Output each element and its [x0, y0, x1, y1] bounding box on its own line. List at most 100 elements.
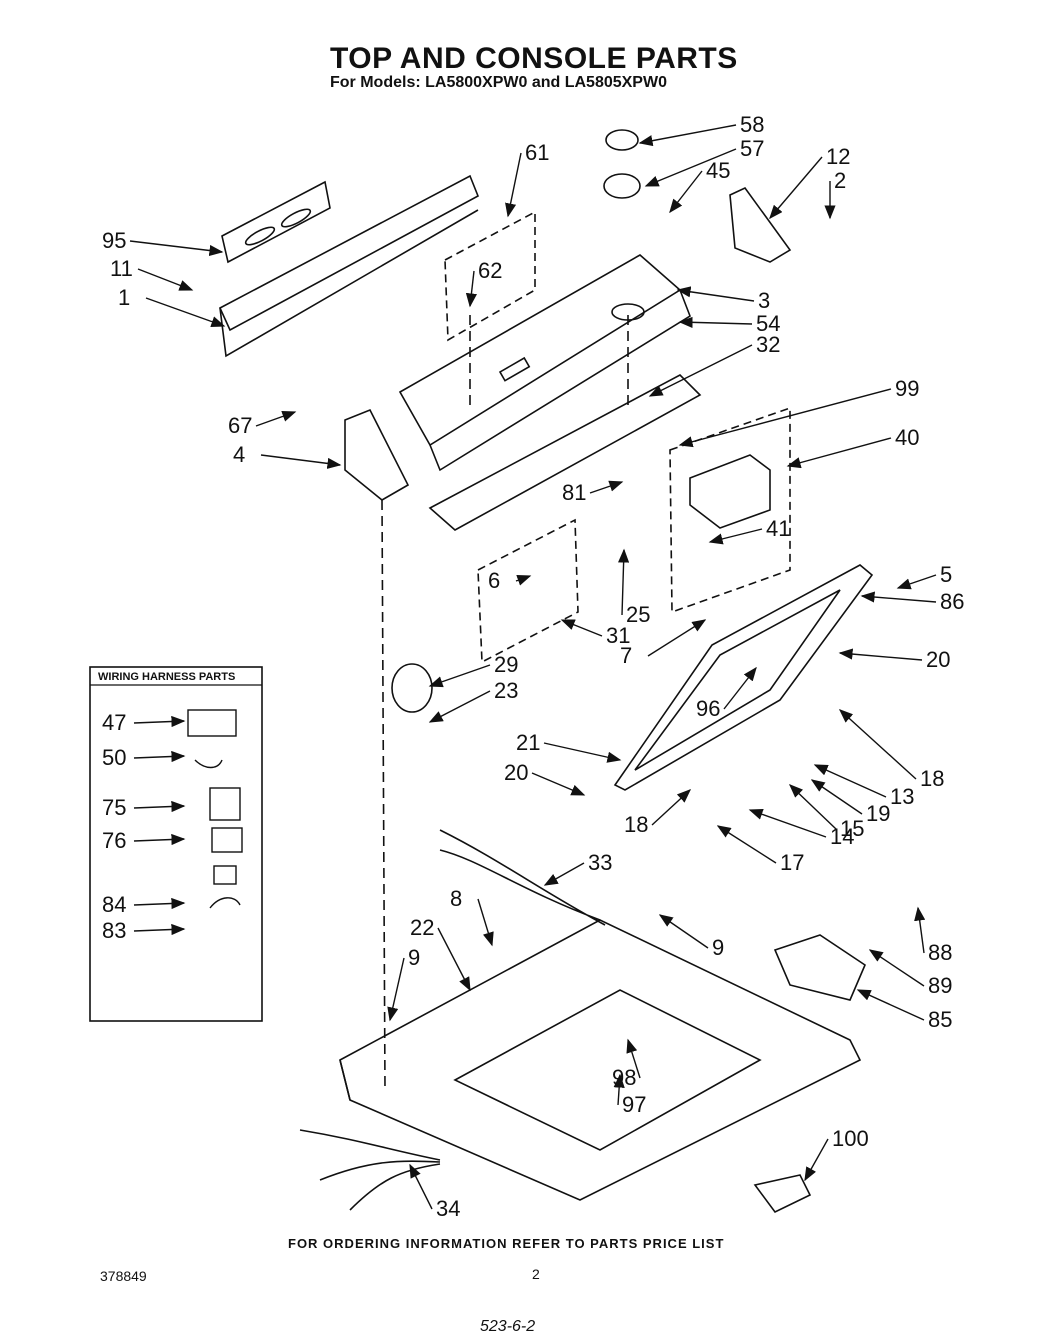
- part-callout: 4: [233, 442, 245, 467]
- callout-leader: [505, 152, 522, 218]
- callout-leader: [723, 666, 757, 710]
- wiring-part-leader: [133, 750, 186, 763]
- part-callout: 2: [834, 168, 846, 193]
- part-callout: 45: [706, 158, 730, 183]
- part-callout: 81: [562, 480, 586, 505]
- back-panel-drawing: [218, 174, 480, 332]
- callout-leader: [716, 825, 777, 864]
- part-callout: 100: [832, 1126, 869, 1151]
- wiring-part-label: 84: [102, 892, 126, 917]
- part-callout: 86: [940, 589, 964, 614]
- callout-leader: [626, 1038, 641, 1079]
- part-callout: 15: [840, 816, 864, 841]
- callout-leader: [860, 591, 937, 603]
- part-callout: 18: [920, 766, 944, 791]
- part-callout: 8: [450, 886, 462, 911]
- wiring-part-leader: [133, 800, 186, 813]
- part-callout: 19: [866, 801, 890, 826]
- callout-leader: [543, 862, 585, 886]
- part-callout: 9: [712, 935, 724, 960]
- part-callout: 41: [766, 516, 790, 541]
- callout-leader: [648, 344, 753, 397]
- callout-leader: [658, 914, 709, 949]
- callout-leader: [678, 316, 753, 328]
- callout-leader: [515, 574, 532, 586]
- motor-drawing: [391, 663, 433, 713]
- callout-leader: [437, 927, 471, 992]
- part-callout: 6: [488, 568, 500, 593]
- wiring-part-label: 83: [102, 918, 126, 943]
- callout-leader: [786, 437, 892, 469]
- part-callout: 31: [606, 623, 630, 648]
- callout-leader: [428, 664, 491, 688]
- callout-leader: [838, 648, 923, 661]
- callout-leader: [543, 742, 622, 763]
- part-callout: 40: [895, 425, 919, 450]
- callout-leader: [589, 480, 624, 494]
- part-callout: 20: [504, 760, 528, 785]
- part-callout: 13: [890, 784, 914, 809]
- part-callout: 95: [102, 228, 126, 253]
- part-callout: 7: [620, 643, 632, 668]
- wiring-part-label: 75: [102, 795, 126, 820]
- bleach-dispenser-drawing: [773, 934, 866, 1001]
- callout-leader: [868, 949, 925, 987]
- part-callout: 54: [756, 311, 780, 336]
- part-callout: 29: [494, 652, 518, 677]
- callout-leader: [896, 574, 937, 590]
- callout-leader: [618, 548, 630, 616]
- callout-leader: [465, 270, 477, 308]
- wiring-part-leader: [133, 833, 186, 846]
- part-callout: 89: [928, 973, 952, 998]
- part-callout: 21: [516, 730, 540, 755]
- callout-leader: [129, 240, 224, 257]
- callout-leader: [613, 1073, 625, 1106]
- callout-leader: [387, 957, 405, 1022]
- part-callout: 58: [740, 112, 764, 137]
- callout-leader: [638, 124, 737, 147]
- callout-leader: [769, 156, 823, 220]
- callout-leader: [856, 989, 925, 1021]
- callout-leader: [644, 148, 737, 187]
- callout-leader: [678, 388, 892, 448]
- harness-33-drawing: [439, 829, 606, 926]
- page-subtitle: For Models: LA5800XPW0 and LA5805XPW0: [330, 74, 667, 91]
- bracket-drawing: [428, 374, 702, 531]
- part-callout: 99: [895, 376, 919, 401]
- callout-leader: [708, 528, 763, 545]
- part-callout: 34: [436, 1196, 460, 1221]
- ordering-note: FOR ORDERING INFORMATION REFER TO PARTS …: [288, 1236, 725, 1251]
- part-callout: 1: [118, 285, 130, 310]
- callout-leader: [647, 619, 707, 657]
- part-callout: 22: [410, 915, 434, 940]
- part-callout: 11: [110, 256, 133, 281]
- callout-leader: [676, 286, 755, 302]
- document-number: 378849: [100, 1268, 147, 1284]
- part-callout: 17: [780, 850, 804, 875]
- wiring-box-title: WIRING HARNESS PARTS: [98, 671, 235, 683]
- panel-cover-drawing: [221, 180, 331, 264]
- part-callout: 23: [494, 678, 518, 703]
- callout-leader: [409, 1163, 433, 1210]
- end-cap-right-drawing: [729, 186, 792, 263]
- callout-leader: [669, 170, 703, 214]
- part-callout: 3: [758, 288, 770, 313]
- callout-leader: [137, 268, 194, 291]
- cup-drawing: [753, 1174, 812, 1214]
- console-drawing: [398, 254, 682, 447]
- part-callout: 62: [478, 258, 502, 283]
- page-title: TOP AND CONSOLE PARTS: [330, 42, 738, 75]
- wiring-harness-box: WIRING HARNESS PARTS: [89, 666, 263, 1022]
- wiring-part-label: 47: [102, 710, 126, 735]
- callout-leader: [838, 709, 917, 780]
- part-callout: 61: [525, 140, 549, 165]
- wiring-part-leader: [133, 715, 186, 728]
- group-61-outline: [444, 210, 536, 342]
- end-cap-drawing: [344, 408, 410, 501]
- wiring-part-label: 76: [102, 828, 126, 853]
- wiring-part-leader: [133, 923, 186, 936]
- wiring-part-label: 50: [102, 745, 126, 770]
- callout-leader: [531, 772, 586, 796]
